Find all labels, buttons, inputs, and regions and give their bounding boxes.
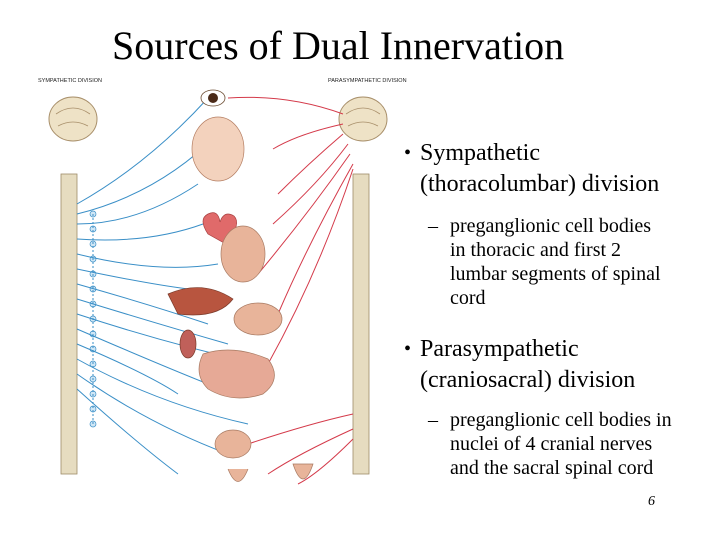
bullet-line: (craniosacral) division: [420, 367, 636, 393]
parasympathetic-division-header: PARASYMPATHETIC DIVISION: [328, 78, 407, 84]
bladder-organ: [214, 429, 252, 459]
bullet-line: Sympathetic: [420, 140, 540, 166]
slide-title: Sources of Dual Innervation: [112, 23, 565, 68]
sub-bullet-line: and the sacral spinal cord: [450, 457, 654, 479]
bullet-line: Parasympathetic: [420, 336, 579, 362]
sub-bullet-marker: –: [428, 409, 438, 431]
liver-organ: [167, 287, 234, 316]
sympathetic-division-header: SYMPATHETIC DIVISION: [38, 78, 102, 84]
bullet-marker-icon: •: [404, 142, 412, 164]
bullet-line: (thoracolumbar) division: [420, 171, 660, 197]
bullet-parasympathetic: • Parasympathetic (craniosacral) divisio…: [404, 334, 636, 396]
sub-bullet-sympathetic: – preganglionic cell bodies in thoracic …: [428, 214, 718, 310]
sub-bullet-marker: –: [428, 215, 438, 237]
eye-organ: [200, 89, 226, 107]
uterus-organ: [292, 463, 314, 480]
stomach-organ: [233, 302, 283, 336]
intestine-organ: [198, 349, 275, 399]
sub-bullet-line: cord: [450, 287, 486, 309]
sub-bullet-line: in thoracic and first 2: [450, 239, 622, 261]
bullet-marker-icon: •: [404, 338, 412, 360]
page-number: 6: [648, 494, 655, 509]
right-brain: [338, 96, 388, 142]
left-brain: [48, 96, 98, 142]
innervation-diagram: SYMPATHETIC DIVISION PARASYMPATHETIC DIV…: [38, 78, 407, 485]
sub-bullet-line: preganglionic cell bodies: [450, 215, 652, 237]
left-spinal-cord: [60, 173, 78, 475]
genitals-organ: [227, 468, 249, 482]
autonomic-nervous-system-figure: SYMPATHETIC DIVISION PARASYMPATHETIC DIV…: [28, 74, 416, 500]
sub-bullet-line: nuclei of 4 cranial nerves: [450, 433, 653, 455]
sub-bullet-parasympathetic: – preganglionic cell bodies in nuclei of…: [428, 408, 718, 480]
lungs-organ: [220, 225, 266, 283]
sub-bullet-line: preganglionic cell bodies in: [450, 409, 672, 431]
right-spinal-cord: [352, 173, 370, 475]
head-outline: [191, 116, 245, 182]
bullet-sympathetic: • Sympathetic (thoracolumbar) division: [404, 138, 660, 200]
sub-bullet-line: lumbar segments of spinal: [450, 263, 661, 285]
kidney-organ: [179, 329, 197, 359]
parasympathetic-fibers: [227, 96, 354, 485]
